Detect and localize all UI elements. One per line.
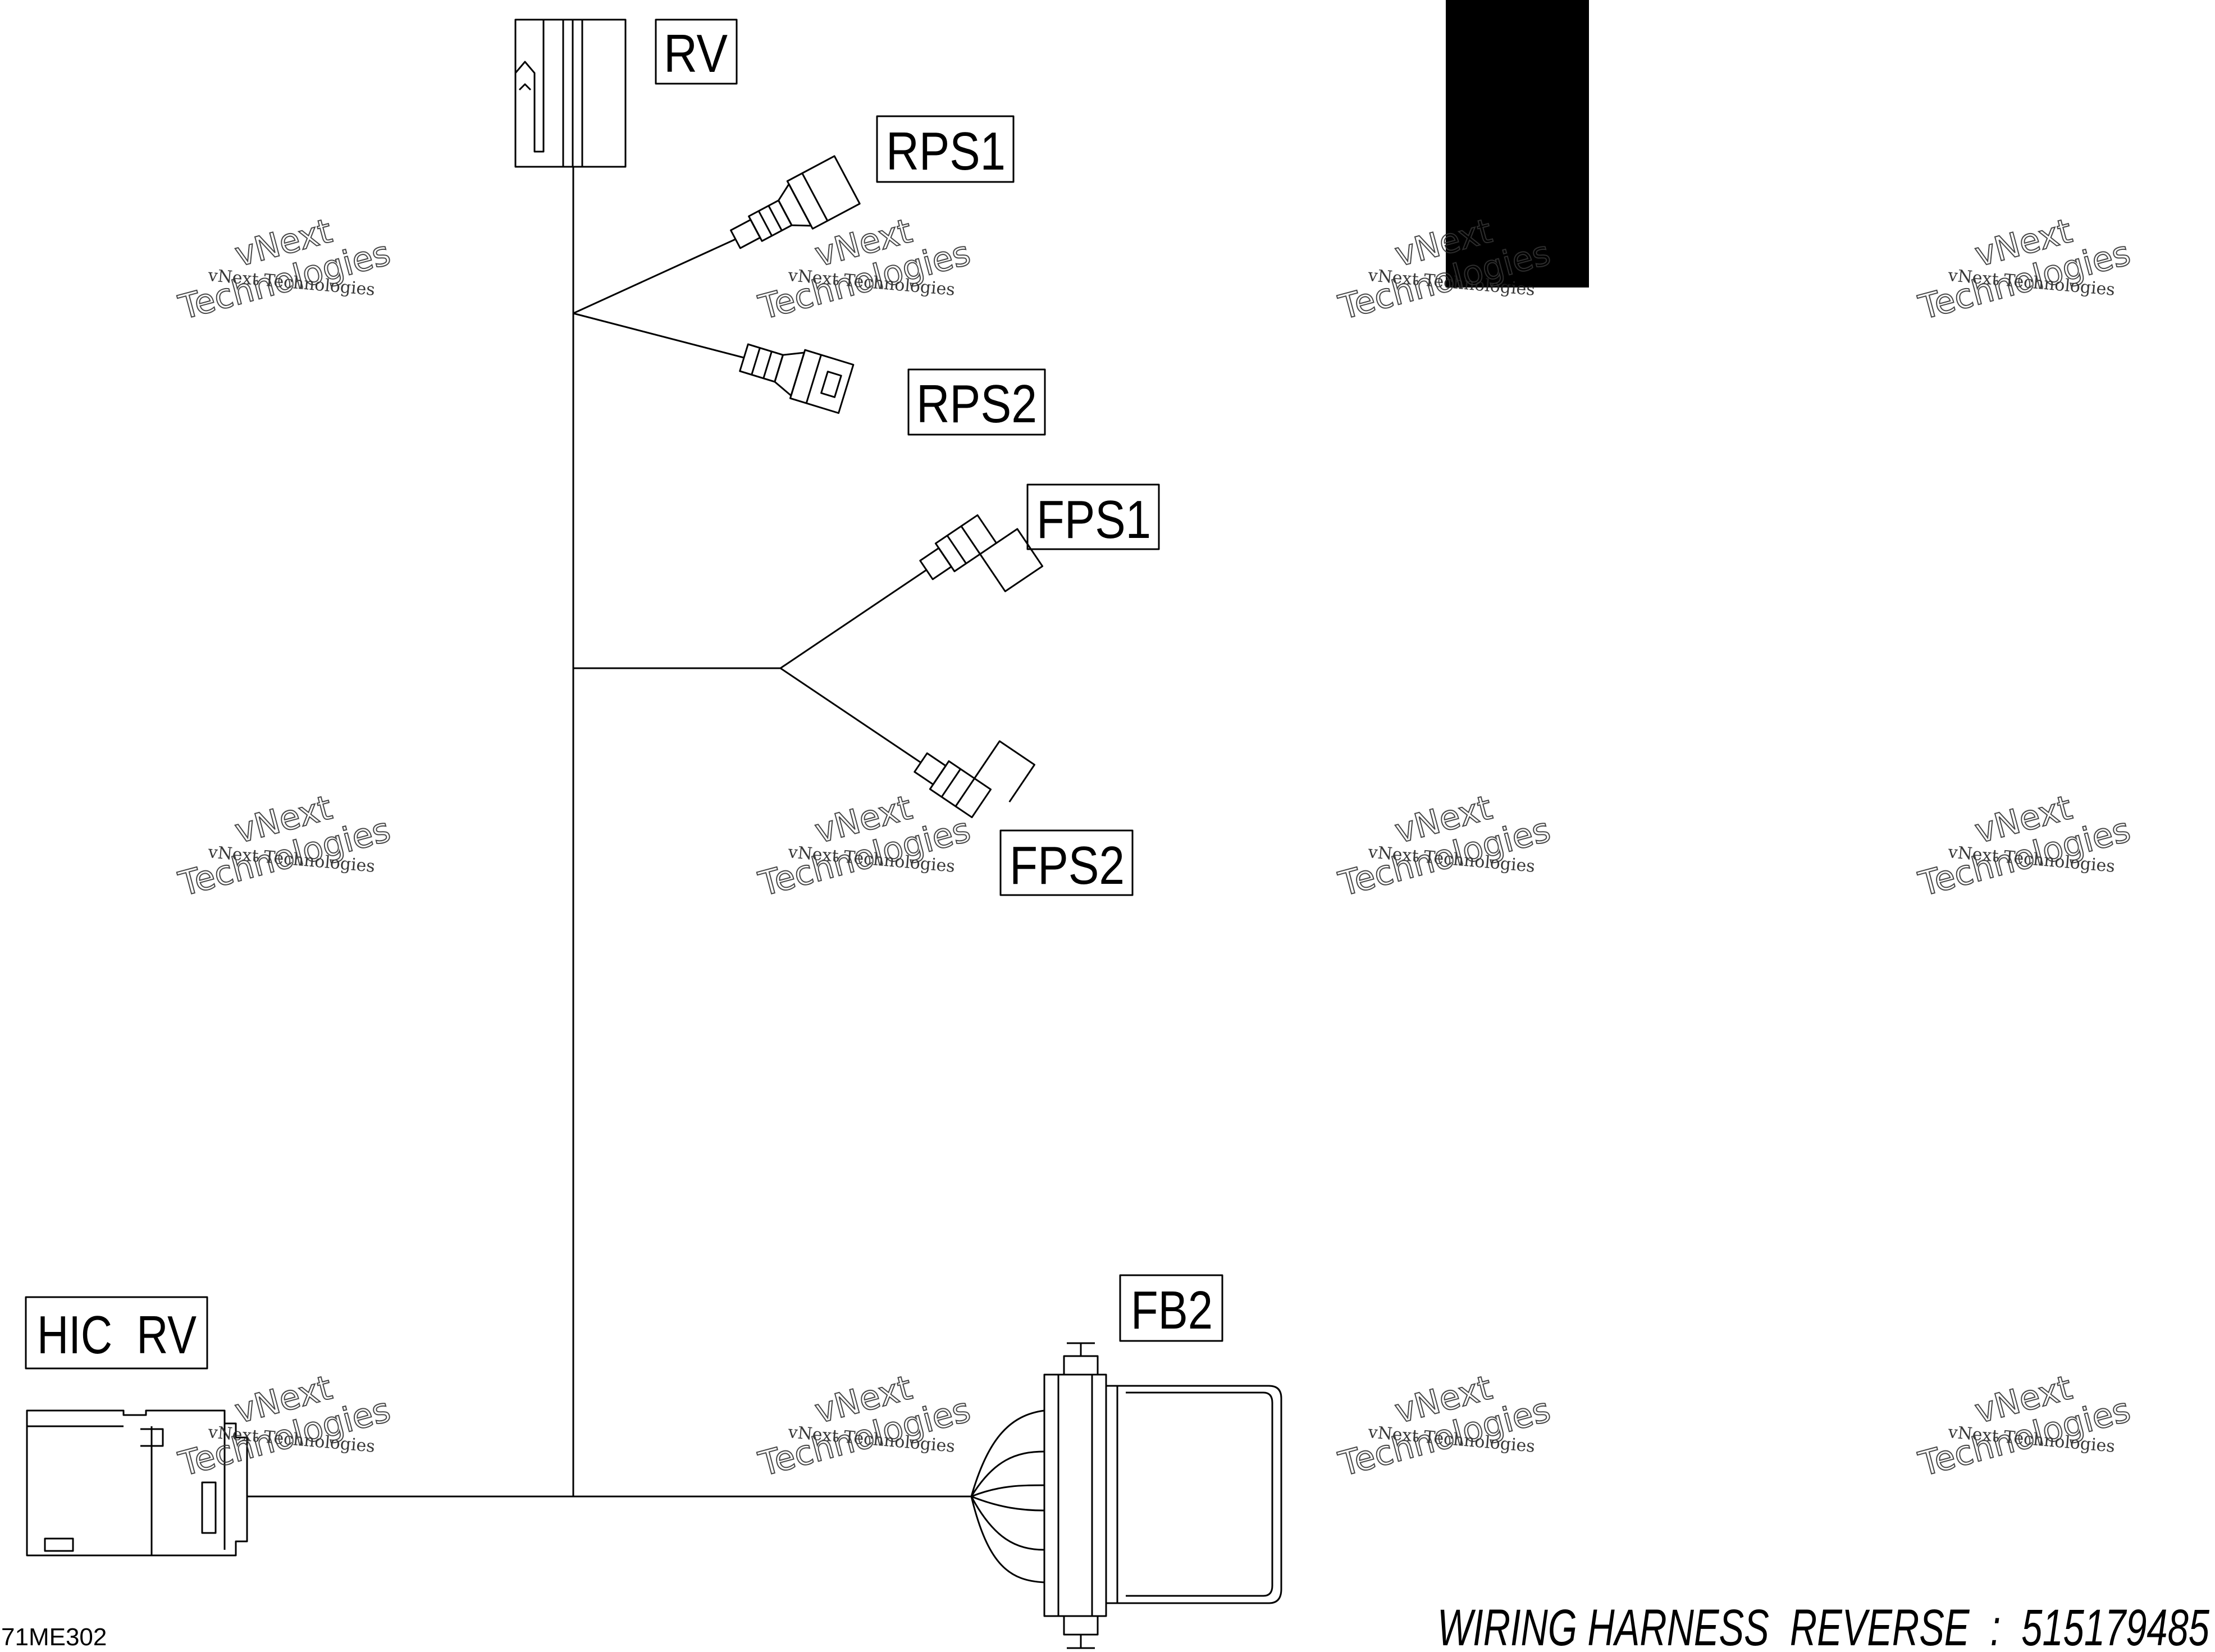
rps2-connector[interactable] (737, 334, 855, 414)
fps1-connector[interactable] (917, 501, 1044, 621)
fps2-connector[interactable] (911, 711, 1035, 830)
rps1-connector[interactable] (723, 155, 861, 263)
fb2-label-box: FB2 (1119, 1274, 1223, 1342)
diagram-title: WIRING HARNESS REVERSE : 515179485 (1437, 1599, 2210, 1649)
fps1-label-box: FPS1 (1026, 483, 1160, 550)
rps1-label: RPS1 (886, 121, 1006, 181)
fps1-label: FPS1 (1036, 490, 1151, 550)
hic-rv-label-box: HIC RV (25, 1296, 208, 1370)
rv-connector[interactable] (514, 19, 627, 168)
rv-label-box: RV (655, 19, 738, 85)
hic-rv-connector[interactable] (26, 1409, 248, 1557)
redaction-block (1446, 0, 1589, 287)
rv-label: RV (664, 24, 728, 84)
fps2-label-box: FPS2 (999, 829, 1134, 896)
hic-rv-label: HIC RV (37, 1305, 197, 1365)
fb2-connector[interactable] (970, 1342, 1282, 1649)
rps1-label-box: RPS1 (876, 115, 1015, 183)
figure-code: 71ME302 (1, 1623, 107, 1649)
fb2-label: FB2 (1131, 1280, 1213, 1340)
harness-wires (247, 167, 971, 1498)
fps2-label: FPS2 (1010, 836, 1125, 896)
rps2-label: RPS2 (916, 374, 1037, 434)
rps2-label-box: RPS2 (907, 368, 1046, 436)
